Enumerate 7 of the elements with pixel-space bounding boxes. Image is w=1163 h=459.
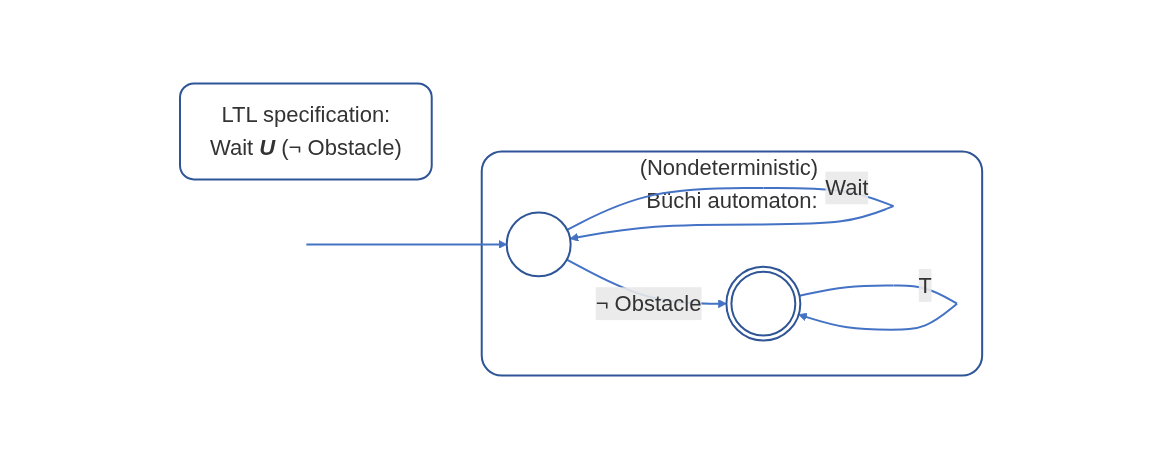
arrow — [305, 240, 508, 249]
node-circle — [506, 211, 573, 278]
edge-label: T — [919, 272, 933, 298]
edge-label: Wait — [825, 175, 869, 201]
node-box: LTL specification: Wait U (¬ Obstacle) — [179, 82, 434, 181]
edge-label: ¬ Obstacle — [596, 291, 702, 317]
node-circle — [725, 265, 802, 342]
